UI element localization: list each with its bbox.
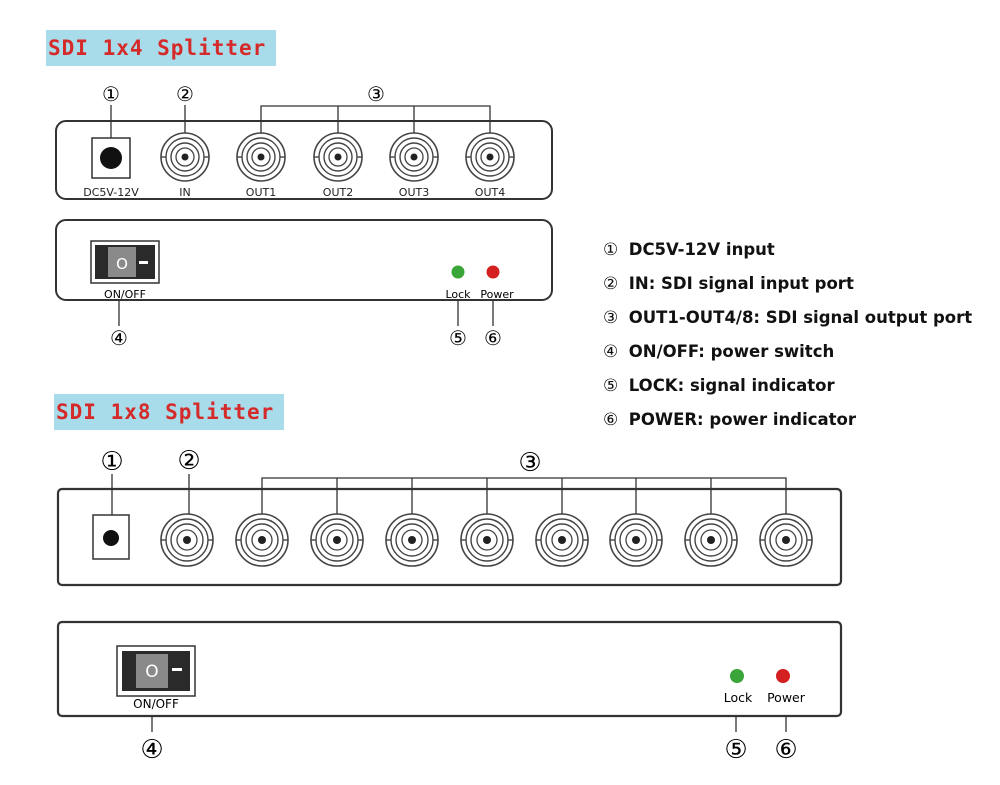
lock-led bbox=[451, 265, 465, 279]
out6-port-1x8[interactable] bbox=[609, 513, 663, 567]
legend-text: ON/OFF: power switch bbox=[628, 342, 835, 361]
switch-glyph-1x8: O bbox=[145, 662, 158, 682]
legend: ① DC5V-12V input ② IN: SDI signal input … bbox=[603, 235, 972, 439]
legend-item-power-switch: ④ ON/OFF: power switch bbox=[603, 337, 972, 371]
legend-item-power: ⑥ POWER: power indicator bbox=[603, 405, 972, 439]
out3-label: OUT3 bbox=[399, 186, 429, 199]
power-switch-1x8[interactable]: O bbox=[116, 645, 196, 697]
legend-text: IN: SDI signal input port bbox=[628, 274, 854, 293]
callout-4: ④ bbox=[110, 326, 128, 350]
legend-item-dc-input: ① DC5V-12V input bbox=[603, 235, 972, 269]
lock-led-1x8 bbox=[730, 669, 744, 683]
out2-label: OUT2 bbox=[323, 186, 353, 199]
out4-label: OUT4 bbox=[475, 186, 505, 199]
callout-1: ① bbox=[102, 82, 120, 106]
switch-glyph: O bbox=[116, 255, 128, 273]
out3-port[interactable] bbox=[389, 132, 439, 182]
out4-port[interactable] bbox=[465, 132, 515, 182]
switch-label-1x8: ON/OFF bbox=[133, 697, 179, 711]
out5-port-1x8[interactable] bbox=[535, 513, 589, 567]
out7-port-1x8[interactable] bbox=[684, 513, 738, 567]
callout-6-1x8: ⑥ bbox=[774, 735, 797, 765]
legend-text: DC5V-12V input bbox=[628, 240, 775, 259]
title-1x4: SDI 1x4 Splitter bbox=[46, 30, 277, 66]
legend-item-lock: ⑤ LOCK: signal indicator bbox=[603, 371, 972, 405]
legend-num: ③ bbox=[603, 308, 619, 328]
legend-text: OUT1-OUT4/8: SDI signal output port bbox=[628, 308, 973, 327]
out2-port[interactable] bbox=[313, 132, 363, 182]
callout-2-1x8: ② bbox=[177, 446, 200, 476]
legend-num: ④ bbox=[603, 342, 619, 362]
front-panel-1x8: ① ② ③ bbox=[56, 446, 843, 587]
dc-label: DC5V-12V bbox=[83, 186, 139, 199]
title-1x8: SDI 1x8 Splitter bbox=[54, 394, 285, 430]
in-port-1x8[interactable] bbox=[160, 513, 214, 567]
in-port[interactable] bbox=[160, 132, 210, 182]
legend-num: ⑤ bbox=[603, 376, 619, 396]
legend-text: LOCK: signal indicator bbox=[628, 376, 835, 395]
power-label: Power bbox=[480, 288, 514, 301]
out2-port-1x8[interactable] bbox=[310, 513, 364, 567]
power-switch[interactable]: O bbox=[90, 240, 160, 284]
out1-port-1x8[interactable] bbox=[235, 513, 289, 567]
power-led bbox=[486, 265, 500, 279]
callout-6: ⑥ bbox=[484, 326, 502, 350]
power-led-1x8 bbox=[776, 669, 790, 683]
callout-5: ⑤ bbox=[449, 326, 467, 350]
in-label: IN bbox=[179, 186, 190, 199]
out1-label: OUT1 bbox=[246, 186, 276, 199]
lock-label: Lock bbox=[445, 288, 471, 301]
legend-item-in-port: ② IN: SDI signal input port bbox=[603, 269, 972, 303]
dc-jack bbox=[91, 137, 131, 179]
callout-2: ② bbox=[176, 82, 194, 106]
dc-jack-1x8 bbox=[92, 514, 130, 560]
legend-num: ① bbox=[603, 240, 619, 260]
callout-4-1x8: ④ bbox=[140, 735, 163, 765]
legend-num: ② bbox=[603, 274, 619, 294]
out3-port-1x8[interactable] bbox=[385, 513, 439, 567]
out4-port-1x8[interactable] bbox=[460, 513, 514, 567]
back-panel-1x8: O ON/OFF Lock Power ④ ⑤ ⑥ bbox=[56, 620, 843, 765]
out1-port[interactable] bbox=[236, 132, 286, 182]
callout-1-1x8: ① bbox=[100, 447, 123, 477]
lock-label-1x8: Lock bbox=[724, 690, 753, 705]
callout-3: ③ bbox=[367, 82, 385, 106]
out8-port-1x8[interactable] bbox=[759, 513, 813, 567]
switch-label: ON/OFF bbox=[104, 288, 146, 301]
front-panel-1x4: DC5V-12V IN OUT1 OUT2 OUT3 OUT4 ① ② ③ bbox=[55, 82, 553, 200]
legend-num: ⑥ bbox=[603, 410, 619, 430]
callout-3-1x8: ③ bbox=[518, 448, 541, 478]
callout-5-1x8: ⑤ bbox=[724, 735, 747, 765]
power-label-1x8: Power bbox=[767, 690, 806, 705]
legend-item-out-ports: ③ OUT1-OUT4/8: SDI signal output port bbox=[603, 303, 972, 337]
back-panel-1x4: O ON/OFF Lock Power ④ ⑤ ⑥ bbox=[55, 219, 553, 350]
legend-text: POWER: power indicator bbox=[628, 410, 856, 429]
